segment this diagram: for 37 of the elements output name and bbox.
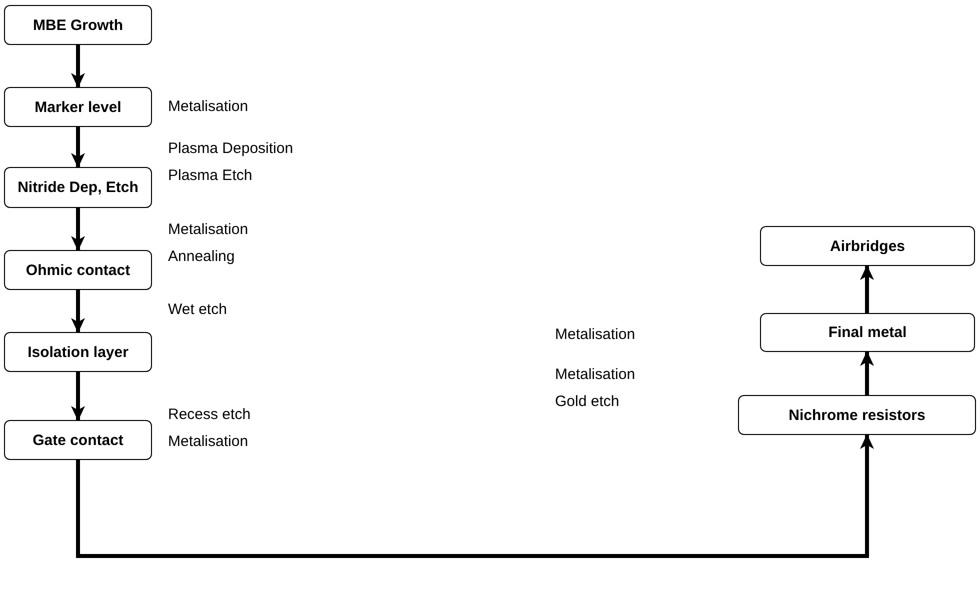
process-note: Plasma Deposition [168,140,294,157]
process-box [760,226,975,266]
process-note: Wet etch [168,301,227,318]
arrow [71,45,85,88]
process-box [4,420,152,460]
step-label: Ohmic contact [26,262,130,278]
step-label: Nichrome resistors [788,406,926,424]
process-box [4,167,152,208]
arrow [71,208,85,251]
process-box [4,332,152,372]
process-box [4,250,152,290]
process-note: Metalisation [555,326,636,343]
process-note: Gold etch [555,393,620,410]
arrow [860,351,874,395]
process-note: Plasma Etch [168,167,252,184]
step-label: Airbridges [830,238,905,254]
process-box [4,87,152,127]
process-note: Annealing [168,248,235,265]
process-note: Metalisation [168,221,248,238]
step-label: MBE Growth [33,16,123,34]
step-label: Isolation layer [28,344,128,360]
process-note: Metalisation [168,433,248,450]
step-label: Final metal [828,324,907,341]
step-label: Nitride Dep, Etch [18,179,138,196]
arrow [71,290,85,333]
process-box [760,313,975,352]
arrow [71,372,85,421]
arrow [71,127,85,168]
arrow [76,434,874,558]
process-note: Recess etch [168,406,251,423]
process-note: Metalisation [168,98,248,115]
process-box [738,395,976,435]
arrow [860,265,874,313]
process-box [4,5,152,45]
step-label: Marker level [34,98,122,116]
process-note: Metalisation [555,366,636,383]
step-label: Gate contact [32,432,124,448]
